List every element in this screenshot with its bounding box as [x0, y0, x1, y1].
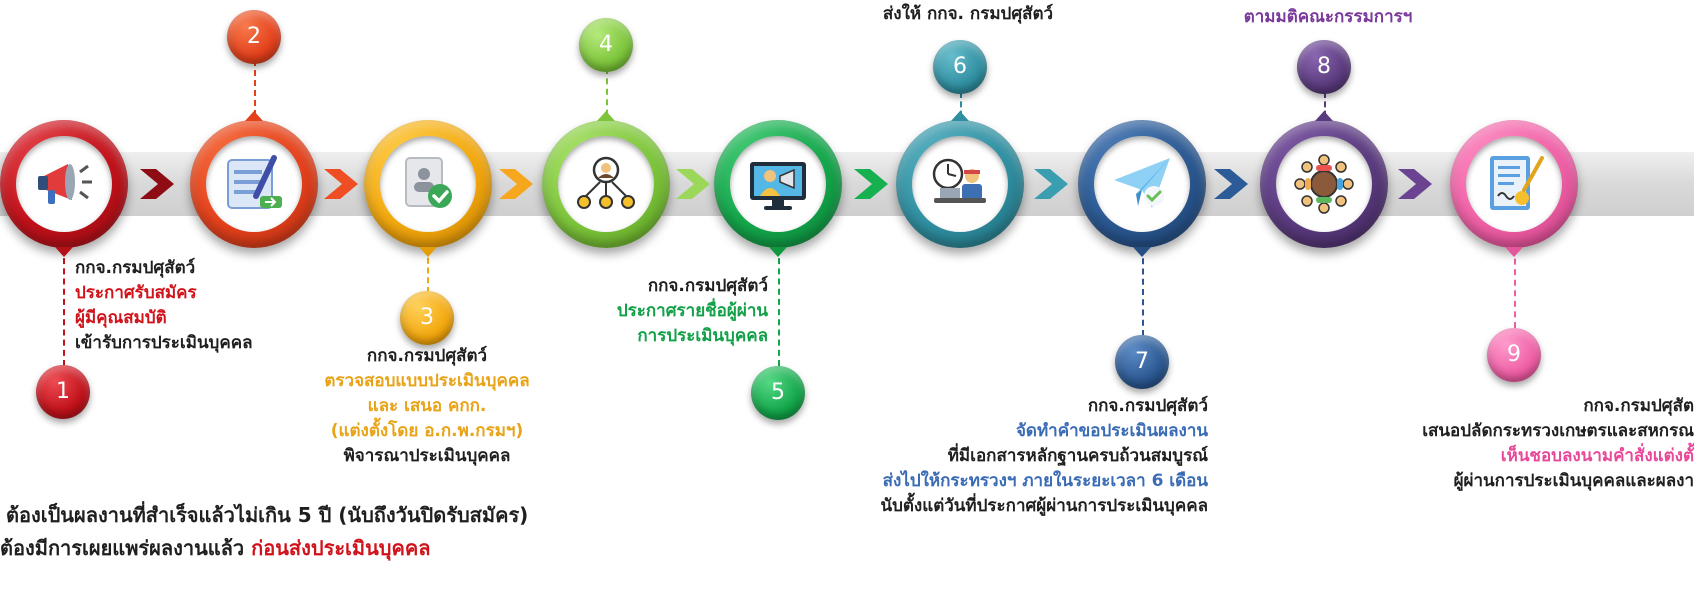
- step-3-line-1: กกจ.กรมปศุสัตว์: [366, 346, 488, 366]
- step-1-line-3: ผู้มีคุณสมบัติ: [75, 308, 167, 328]
- step-6-hub: [896, 111, 1024, 248]
- megaphone-icon: [38, 164, 92, 204]
- form-edit-icon: [227, 155, 282, 209]
- step-6-number: 6: [933, 40, 987, 94]
- step-1-line-2: ประกาศรับสมัคร: [75, 283, 197, 303]
- step-7-line-5: นับตั้งแต่วันที่ประกาศผู้ผ่านการประเมินบ…: [880, 496, 1208, 516]
- chevron-1-icon: [140, 169, 174, 199]
- step-1-line-1: กกจ.กรมปศุสัตว์: [75, 258, 196, 278]
- step-3-text: กกจ.กรมปศุสัตว์ ตรวจสอบแบบประเมินบุคคล แ…: [324, 344, 529, 469]
- note-line-2: ต้องมีการเผยแพร่ผลงานแล้ว ก่อนส่งประเมิน…: [0, 533, 430, 563]
- step-8-hub: [1260, 111, 1388, 248]
- connector-5: [778, 248, 780, 366]
- step-1-text: กกจ.กรมปศุสัตว์ ประกาศรับสมัคร ผู้มีคุณส…: [75, 256, 253, 356]
- step-2-hub: [190, 111, 318, 248]
- connector-3: [427, 248, 429, 293]
- connector-9: [1514, 248, 1516, 328]
- step-1-line-4: เข้ารับการประเมินบุคคล: [75, 333, 253, 353]
- step-7-hub: [1078, 120, 1206, 257]
- chevron-4-icon: [676, 169, 710, 199]
- step-5-line-1: กกจ.กรมปศุสัตว์: [647, 276, 768, 296]
- step-9-line-3: เห็นชอบลงนามคำสั่งแต่งตั้: [1500, 446, 1694, 466]
- connector-2: [254, 60, 256, 126]
- step-8-text: ตามมติคณะกรรมการฯ: [1244, 5, 1413, 30]
- step-5-hub: [714, 120, 842, 257]
- step-4-number: 4: [579, 18, 633, 72]
- step-6-text: ส่งให้ กกจ. กรมปศุสัตว์: [883, 2, 1053, 27]
- step-9-hub: [1450, 120, 1578, 257]
- step-6-line-1: ส่งให้ กกจ. กรมปศุสัตว์: [882, 4, 1054, 24]
- chevron-8-icon: [1398, 169, 1432, 199]
- team-meeting-icon: [1294, 154, 1354, 214]
- step-3-line-5: พิจารณาประเมินบุคคล: [343, 446, 511, 466]
- step-3-line-4: (แต่งตั้งโดย อ.ก.พ.กรมฯ): [330, 421, 524, 441]
- step-8-number: 8: [1297, 40, 1351, 94]
- connector-6: [960, 92, 962, 126]
- step-7-line-1: กกจ.กรมปศุสัตว์: [1087, 396, 1208, 416]
- step-9-line-1: กกจ.กรมปศุสัต: [1583, 396, 1694, 416]
- step-1-hub: [0, 120, 128, 257]
- step-7-number: 7: [1115, 335, 1169, 389]
- chevron-6-icon: [1034, 169, 1068, 199]
- clock-worker-icon: [932, 158, 986, 203]
- step-9-number: 9: [1487, 328, 1541, 382]
- step-9-text: กกจ.กรมปศุสัต เสนอปลัดกระทรวงเกษตรและสหก…: [1422, 394, 1694, 494]
- step-5-line-3: การประเมินบุคคล: [637, 326, 768, 346]
- step-5-text: กกจ.กรมปศุสัตว์ ประกาศรายชื่อผู้ผ่าน การ…: [617, 274, 768, 349]
- step-8-line-1: ตามมติคณะกรรมการฯ: [1243, 7, 1413, 27]
- person-network-icon: [577, 156, 635, 209]
- document-check-icon: [405, 157, 452, 208]
- note-line-2-text: ต้องมีการเผยแพร่ผลงานแล้ว: [0, 536, 252, 560]
- step-9-line-4: ผู้ผ่านการประเมินบุคคลและผลงา: [1453, 471, 1694, 491]
- step-7-line-3: ที่มีเอกสารหลักฐานครบถ้วนสมบูรณ์: [947, 446, 1208, 466]
- paper-plane-icon: [1114, 158, 1170, 208]
- step-2-number: 2: [227, 10, 281, 64]
- step-5-number: 5: [751, 366, 805, 420]
- chevron-2-icon: [324, 169, 358, 199]
- step-3-line-2: ตรวจสอบแบบประเมินบุคคล: [324, 371, 530, 391]
- step-5-line-2: ประกาศรายชื่อผู้ผ่าน: [616, 301, 768, 321]
- note-line-2-highlight: ก่อนส่งประเมินบุคคล: [251, 536, 431, 560]
- chevron-5-icon: [854, 169, 888, 199]
- step-1-number: 1: [36, 365, 90, 419]
- step-3-line-3: และ เสนอ คกก.: [367, 396, 487, 416]
- chevron-3-icon: [499, 169, 533, 199]
- step-7-line-2: จัดทำคำขอประเมินผลงาน: [1015, 421, 1208, 441]
- signed-document-icon: [1490, 156, 1544, 210]
- step-3-number: 3: [400, 291, 454, 345]
- step-3-hub: [364, 120, 492, 257]
- connector-4: [606, 68, 608, 126]
- step-7-text: กกจ.กรมปศุสัตว์ จัดทำคำขอประเมินผลงาน ที…: [880, 394, 1208, 519]
- chevron-7-icon: [1214, 169, 1248, 199]
- step-4-hub: [542, 111, 670, 248]
- online-announce-icon: [750, 162, 806, 210]
- connector-1: [63, 248, 65, 366]
- step-7-line-4: ส่งไปให้กระทรวงฯ ภายในระยะเวลา 6 เดือน: [882, 471, 1208, 491]
- connector-8: [1324, 92, 1326, 126]
- connector-7: [1142, 248, 1144, 336]
- step-9-line-2: เสนอปลัดกระทรวงเกษตรและสหกรณ: [1422, 421, 1694, 441]
- note-line-1: ต้องเป็นผลงานที่สำเร็จแล้วไม่เกิน 5 ปี (…: [6, 503, 529, 527]
